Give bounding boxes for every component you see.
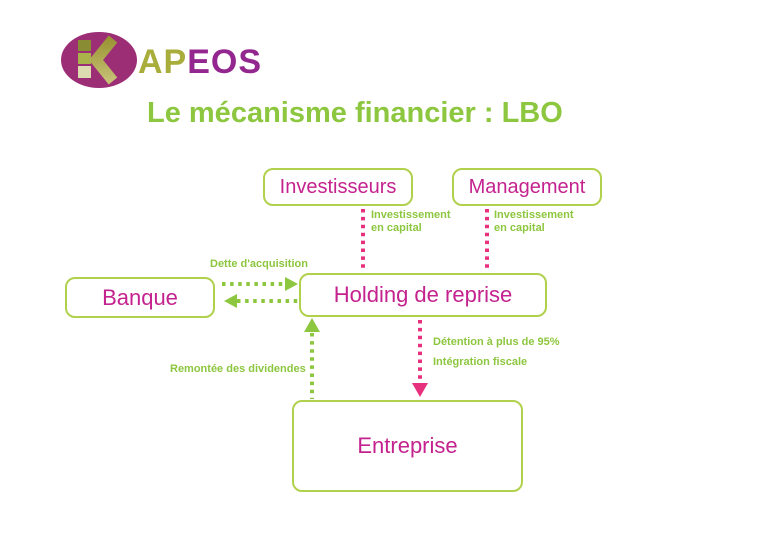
logo-square-mid-icon	[78, 53, 91, 64]
label-investissement-capital-left: Investissement en capital	[371, 209, 451, 234]
kapeos-logo: APEOS	[61, 32, 262, 88]
label-detention-95: Détention à plus de 95%	[433, 336, 560, 348]
label-integration-fiscale: Intégration fiscale	[433, 356, 528, 368]
arrow-holding-to-banque	[224, 294, 300, 308]
label-investissement-capital-right: Investissement en capital	[494, 209, 574, 234]
logo-text-eos: EOS	[187, 43, 262, 81]
box-management: Management	[452, 168, 602, 206]
logo-square-bottom-icon	[78, 66, 91, 78]
box-holding: Holding de reprise	[299, 273, 547, 317]
label-remontee-dividendes: Remontée des dividendes	[170, 363, 306, 375]
logo-k-chevron-icon	[88, 35, 118, 85]
arrow-banque-to-holding	[222, 277, 298, 291]
box-investisseurs: Investisseurs	[263, 168, 413, 206]
arrow-holding-to-entreprise	[412, 320, 428, 397]
page-title: Le mécanisme financier : LBO	[147, 97, 563, 129]
logo-text: APEOS	[138, 43, 262, 81]
box-banque: Banque	[65, 277, 215, 318]
arrow-head-left-icon	[224, 294, 237, 308]
logo-text-ap: AP	[138, 43, 187, 81]
arrow-entreprise-to-holding	[304, 318, 320, 399]
arrow-head-right-icon	[285, 277, 298, 291]
label-dette-acquisition: Dette d'acquisition	[210, 258, 308, 270]
arrow-head-down-icon	[412, 383, 428, 397]
box-entreprise: Entreprise	[292, 400, 523, 492]
logo-square-top-icon	[78, 40, 91, 51]
arrow-head-up-icon	[304, 318, 320, 332]
